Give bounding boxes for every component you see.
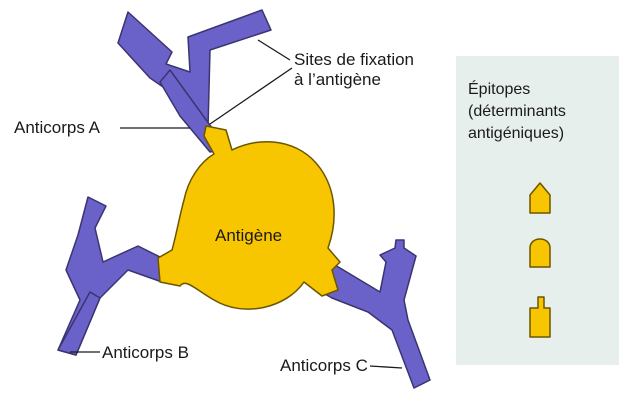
binding-sites-label-line2: à l’antigène (294, 70, 414, 90)
binding-sites-label-line1: Sites de fixation (294, 50, 414, 70)
antibody-a-label: Anticorps A (14, 118, 100, 138)
stepped-epitope-icon (530, 297, 550, 337)
antibody-b-label: Anticorps B (102, 343, 189, 363)
antibody-c-label: Anticorps C (280, 356, 368, 376)
antigen-label: Antigène (215, 226, 282, 246)
binding-sites-label: Sites de fixation à l’antigène (294, 50, 414, 90)
pointed-epitope-icon (530, 183, 550, 213)
rounded-epitope-icon (530, 239, 550, 267)
